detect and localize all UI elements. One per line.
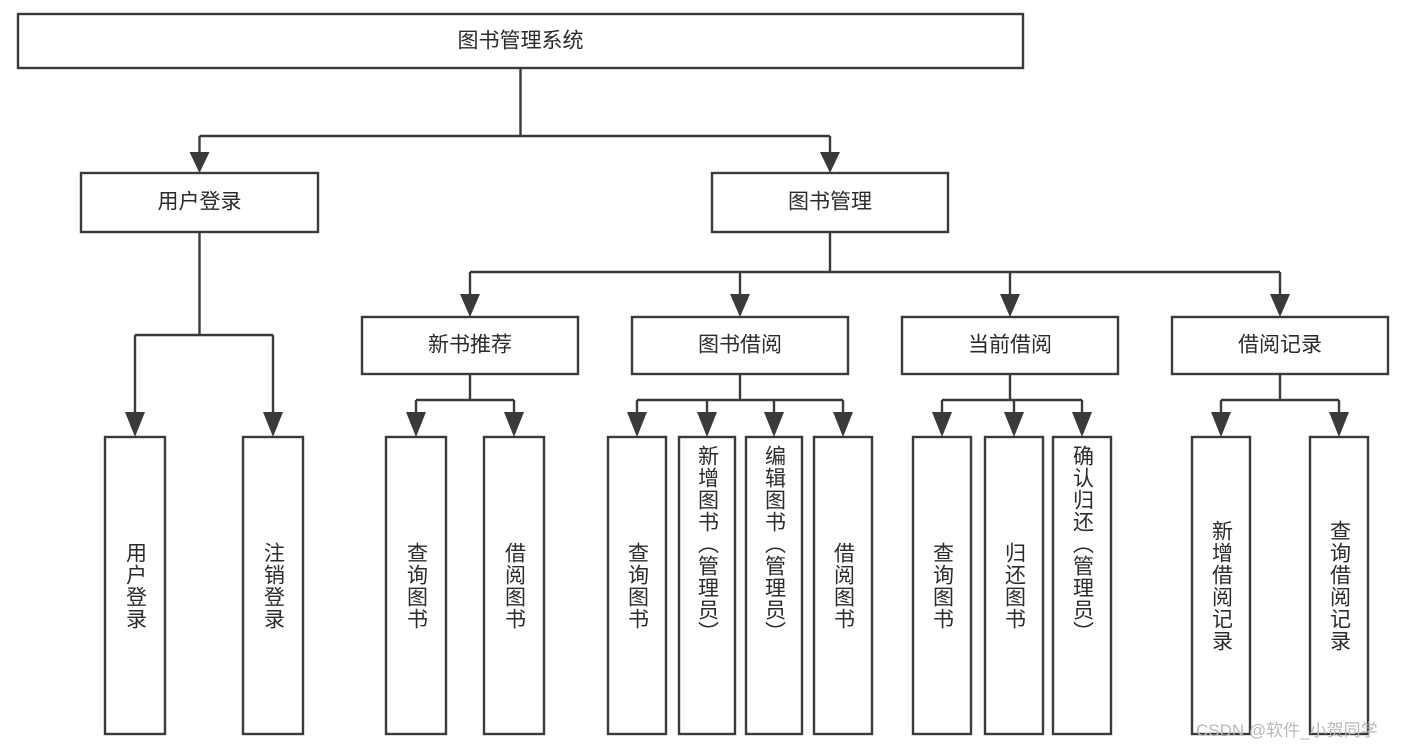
- connector-root-to-level2: [189, 68, 840, 173]
- connector-current-borrow-to-leaves: [932, 374, 1092, 437]
- node-book-manage-label: 图书管理: [788, 191, 872, 214]
- node-leaf-add-borrow-record-box[interactable]: [1190, 435, 1252, 736]
- connector-new-book-rec-to-leaves: [406, 374, 524, 437]
- node-new-book-rec-label: 新书推荐: [428, 334, 512, 357]
- arrowhead-book-borrow: [730, 294, 750, 317]
- node-new-book-rec-box[interactable]: [360, 315, 580, 376]
- arrowhead-book-manage: [820, 152, 840, 173]
- node-leaf-user-login-box[interactable]: [103, 435, 167, 736]
- arrowhead-borrow-record: [1270, 294, 1290, 317]
- node-user-login[interactable]: 用户登录: [79, 171, 320, 234]
- node-borrow-record-label: 借阅记录: [1238, 334, 1322, 357]
- node-user-login-box[interactable]: [79, 171, 320, 234]
- node-borrow-record-box[interactable]: [1170, 315, 1390, 376]
- node-leaf-edit-book-admin-box[interactable]: [744, 435, 804, 736]
- arrowhead-leaf-user-login: [125, 412, 145, 437]
- node-book-borrow[interactable]: 图书借阅: [630, 315, 850, 376]
- arrowhead-leaf-confirm-return-admin: [1072, 412, 1092, 437]
- node-leaf-user-logout-box[interactable]: [241, 435, 305, 736]
- arrowhead-leaf-borrow-book-1: [504, 412, 524, 437]
- arrowhead-leaf-query-book-1: [406, 412, 426, 437]
- arrowhead-leaf-query-book-3: [932, 412, 952, 437]
- node-leaf-query-book-1-box[interactable]: [384, 435, 448, 736]
- node-leaf-confirm-return-admin-box[interactable]: [1051, 435, 1113, 736]
- arrowhead-leaf-edit-book-admin: [764, 412, 784, 437]
- node-root[interactable]: 图书管理系统: [16, 12, 1025, 70]
- arrowhead-current-borrow: [1000, 294, 1020, 317]
- arrowhead-leaf-user-logout: [263, 412, 283, 437]
- node-root-label: 图书管理系统: [458, 30, 584, 53]
- node-leaf-add-book-admin-box[interactable]: [677, 435, 737, 736]
- node-borrow-record[interactable]: 借阅记录: [1170, 315, 1390, 376]
- arrowhead-leaf-query-book-2: [627, 412, 647, 437]
- node-root-box[interactable]: [16, 12, 1025, 70]
- arrowhead-leaf-query-borrow-record: [1329, 412, 1349, 437]
- node-book-borrow-label: 图书借阅: [698, 334, 782, 357]
- node-book-borrow-box[interactable]: [630, 315, 850, 376]
- node-current-borrow[interactable]: 当前借阅: [900, 315, 1120, 376]
- node-leaf-query-borrow-record-box[interactable]: [1308, 435, 1370, 736]
- connector-book-manage-to-level3: [460, 232, 1290, 317]
- arrowhead-leaf-borrow-book-2: [833, 412, 853, 437]
- node-leaf-return-book-box[interactable]: [983, 435, 1045, 736]
- node-leaf-borrow-book-2-box[interactable]: [812, 435, 874, 736]
- arrowhead-leaf-add-borrow-record: [1211, 412, 1231, 437]
- node-leaf-query-book-3-box[interactable]: [911, 435, 973, 736]
- node-new-book-rec[interactable]: 新书推荐: [360, 315, 580, 376]
- node-user-login-label: 用户登录: [158, 191, 242, 214]
- arrowhead-user-login: [189, 152, 210, 173]
- node-current-borrow-label: 当前借阅: [968, 334, 1052, 357]
- connector-book-borrow-to-leaves: [627, 374, 853, 437]
- node-current-borrow-box[interactable]: [900, 315, 1120, 376]
- arrowhead-new-book-rec: [460, 294, 480, 317]
- connector-borrow-record-to-leaves: [1211, 374, 1349, 437]
- node-book-manage-box[interactable]: [710, 171, 950, 234]
- arrowhead-leaf-add-book-admin: [697, 412, 717, 437]
- csdn-watermark: CSDN @软件_小贺同学: [1196, 721, 1378, 740]
- node-leaf-query-book-2-box[interactable]: [606, 435, 668, 736]
- node-leaf-borrow-book-1-box[interactable]: [482, 435, 546, 736]
- node-book-manage[interactable]: 图书管理: [710, 171, 950, 234]
- arrowhead-leaf-return-book: [1004, 412, 1024, 437]
- connector-user-login-to-leaves: [125, 232, 283, 437]
